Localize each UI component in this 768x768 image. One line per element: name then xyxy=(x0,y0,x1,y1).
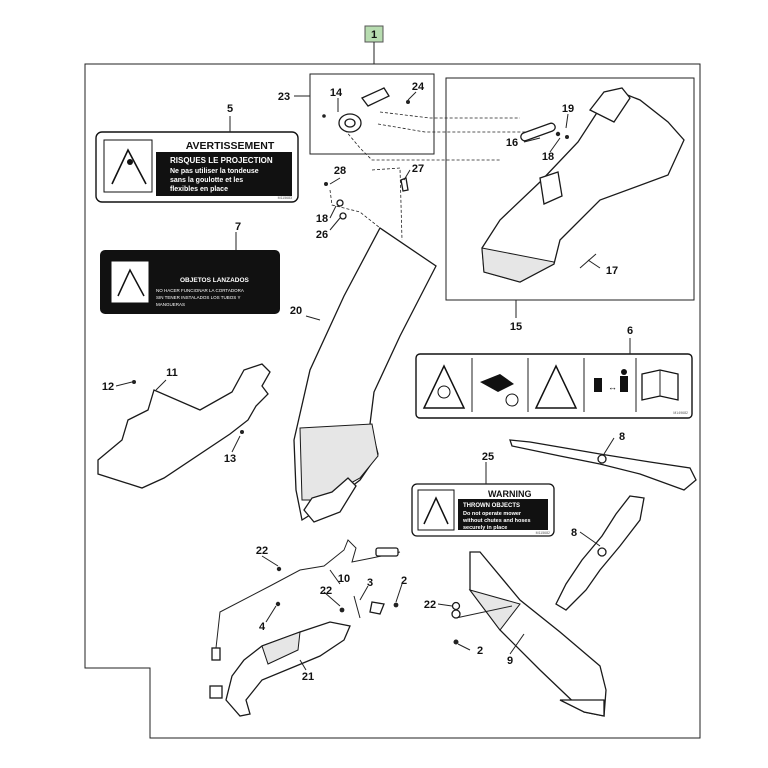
english-line2: Do not operate mower xyxy=(463,511,522,517)
dashed-leader xyxy=(379,111,520,119)
clamp-part-14 xyxy=(322,113,362,133)
svg-text:↔: ↔ xyxy=(608,382,617,392)
callout-26: 26 xyxy=(316,229,328,241)
callout-12: 12 xyxy=(102,381,114,393)
lower-chute-part-20 xyxy=(293,227,437,523)
callout-4: 4 xyxy=(259,621,266,633)
callout-14: 14 xyxy=(330,87,343,99)
callout-13: 13 xyxy=(224,453,236,465)
callout-25: 25 xyxy=(482,451,494,463)
safety-code: M149682 xyxy=(673,411,688,415)
callout-16: 16 xyxy=(506,137,518,149)
english-line4: securely in place xyxy=(463,525,507,531)
french-line1: RISQUES LE PROJECTION xyxy=(170,156,273,165)
blade-part-8-horizontal xyxy=(509,439,697,491)
english-code: M115682 xyxy=(536,531,550,535)
english-line3: without chutes and hoses xyxy=(462,518,531,524)
callout-24: 24 xyxy=(412,81,425,93)
chute-detail-box xyxy=(445,77,695,301)
french-code: M115683 xyxy=(278,196,292,200)
hardware-3-2-22 xyxy=(339,595,461,619)
lower-guard-part-21 xyxy=(209,621,351,717)
callout-5: 5 xyxy=(227,103,233,115)
spanish-heading: OBJETOS LANZADOS xyxy=(180,277,250,284)
callout-20: 20 xyxy=(290,305,302,317)
callout-15: 15 xyxy=(510,321,522,333)
nut-26 xyxy=(339,212,347,220)
callout-3: 3 xyxy=(367,577,373,589)
callout-7: 7 xyxy=(235,221,241,233)
french-heading: AVERTISSEMENT xyxy=(186,140,275,152)
bolt-part-24 xyxy=(360,87,410,107)
blade-part-8-vertical xyxy=(555,495,645,611)
callout-2-lower: 2 xyxy=(477,645,483,657)
callout-2-upper: 2 xyxy=(401,575,407,587)
callout-18-detail: 18 xyxy=(542,151,554,163)
callout-9: 9 xyxy=(507,655,513,667)
assembly-boundary xyxy=(84,63,701,739)
dashed-leader xyxy=(344,129,500,161)
assembly-callout: 1 xyxy=(371,29,377,41)
dashed-leader xyxy=(371,167,403,241)
callout-18-upper: 18 xyxy=(316,213,328,225)
callout-21: 21 xyxy=(302,671,314,683)
dashed-leader xyxy=(329,189,391,237)
spanish-line3: MANGUERAS xyxy=(156,302,185,307)
decal-french-warning: AVERTISSEMENT RISQUES LE PROJECTION Ne p… xyxy=(95,131,299,203)
callout-27: 27 xyxy=(412,163,424,175)
hardware-box xyxy=(309,73,435,155)
callout-19: 19 xyxy=(562,103,574,115)
hardware-28 xyxy=(324,182,328,186)
decal-safety-pictograms: ↔ M149682 xyxy=(415,353,693,419)
english-heading: WARNING xyxy=(488,489,532,499)
callout-22-right: 22 xyxy=(424,599,436,611)
washer-18 xyxy=(336,199,344,207)
callout-8-lower: 8 xyxy=(571,527,577,539)
callout-8-upper: 8 xyxy=(619,431,625,443)
spanish-line2: SIN TENER INSTALADOS LOS TUBOS Y xyxy=(156,295,240,300)
english-line1: THROWN OBJECTS xyxy=(463,503,520,509)
callout-17: 17 xyxy=(606,265,618,277)
control-rod-part-10 xyxy=(211,539,401,661)
french-line3: sans la goulotte et les xyxy=(170,177,243,184)
callout-28: 28 xyxy=(334,165,346,177)
bracket-part-11 xyxy=(97,363,271,489)
callout-10: 10 xyxy=(338,573,350,585)
decal-spanish-warning: OBJETOS LANZADOS NO HACER FUNCIONAR LA C… xyxy=(100,250,280,314)
callout-23: 23 xyxy=(278,91,290,103)
decal-english-warning: WARNING THROWN OBJECTS Do not operate mo… xyxy=(411,483,555,537)
callout-22-mid: 22 xyxy=(320,585,332,597)
french-line2: Ne pas utiliser la tondeuse xyxy=(170,168,259,175)
upper-chute-detail xyxy=(481,87,685,283)
spanish-line1: NO HACER FUNCIONAR LA CORTADORA xyxy=(156,288,244,293)
callout-6: 6 xyxy=(627,325,633,337)
callout-22-left: 22 xyxy=(256,545,268,557)
dashed-leader xyxy=(377,123,545,133)
leader-lines xyxy=(115,91,631,671)
callout-11: 11 xyxy=(166,367,178,379)
french-line4: flexibles en place xyxy=(170,186,228,193)
deflector-part-9 xyxy=(451,551,607,717)
